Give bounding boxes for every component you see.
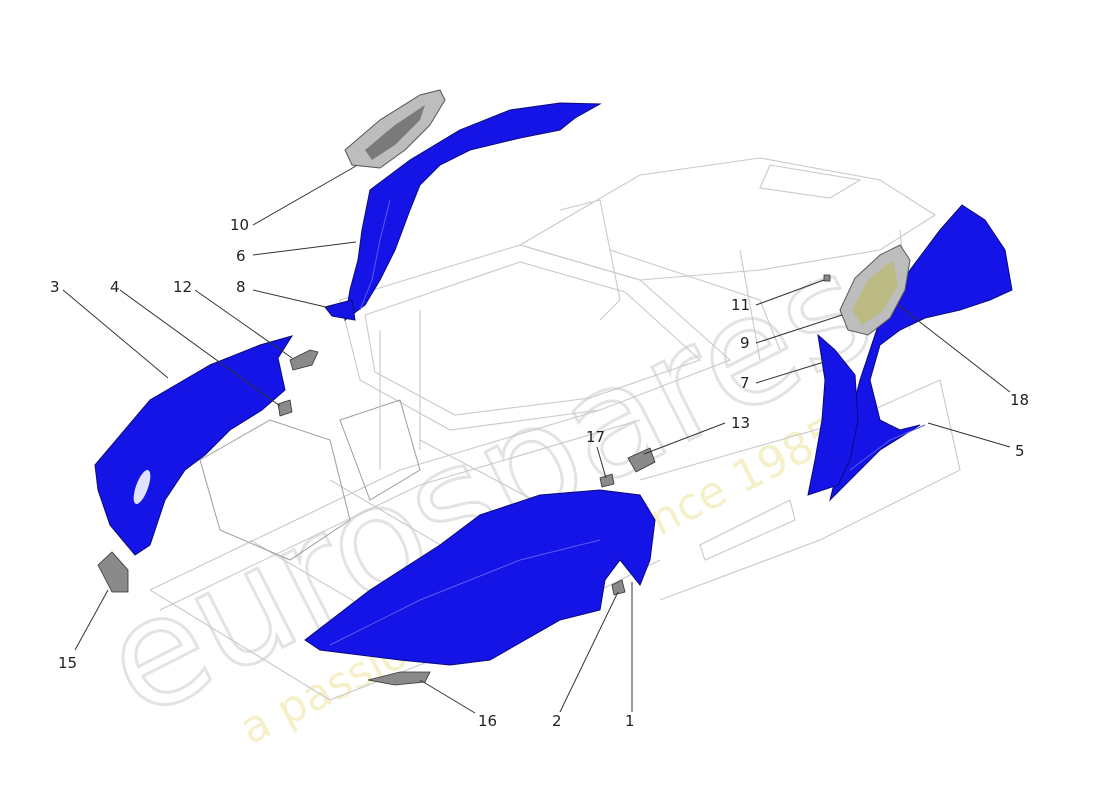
part-17-clip: [599, 473, 615, 488]
part-16-trim-strip: [367, 671, 431, 686]
small-parts: [97, 89, 911, 686]
callout-10: 10: [230, 216, 249, 234]
part-4-bracket: [277, 399, 293, 417]
part-2-clip: [611, 579, 626, 596]
callout-16: 16: [478, 712, 497, 730]
leader-lines: [62, 165, 1011, 714]
callout-1: 1: [625, 712, 635, 730]
callout-11: 11: [731, 296, 750, 314]
body-panels: [94, 102, 1013, 666]
callout-18: 18: [1010, 391, 1029, 409]
panel-8-lower-trim-left: [324, 299, 356, 321]
callout-8: 8: [236, 278, 246, 296]
callout-15: 15: [58, 654, 77, 672]
part-11-clip: [823, 274, 831, 282]
callout-7: 7: [740, 374, 750, 392]
callout-3: 3: [50, 278, 60, 296]
part-15-cover: [97, 551, 129, 593]
callout-4: 4: [110, 278, 120, 296]
part-13-bracket: [627, 447, 656, 473]
part-12-bracket: [289, 349, 319, 371]
callout-6: 6: [236, 247, 246, 265]
panel-6-rear-quarter-left: [344, 102, 602, 322]
callout-17: 17: [586, 428, 605, 446]
callout-9: 9: [740, 334, 750, 352]
callout-12: 12: [173, 278, 192, 296]
callout-numbers: 1 2 3 4 5 6 7 8 9 10 11 12 13 15 16 17 1…: [50, 216, 1029, 730]
callout-13: 13: [731, 414, 750, 432]
panel-1-front-fender-right: [304, 489, 656, 666]
callout-2: 2: [552, 712, 562, 730]
callout-5: 5: [1015, 442, 1025, 460]
watermark: eurospares a passion for parts since 198…: [76, 218, 899, 755]
panel-7-pillar-trim-right: [807, 333, 859, 496]
panel-3-front-fender-left: [94, 335, 294, 556]
chassis-frame: [149, 157, 961, 701]
